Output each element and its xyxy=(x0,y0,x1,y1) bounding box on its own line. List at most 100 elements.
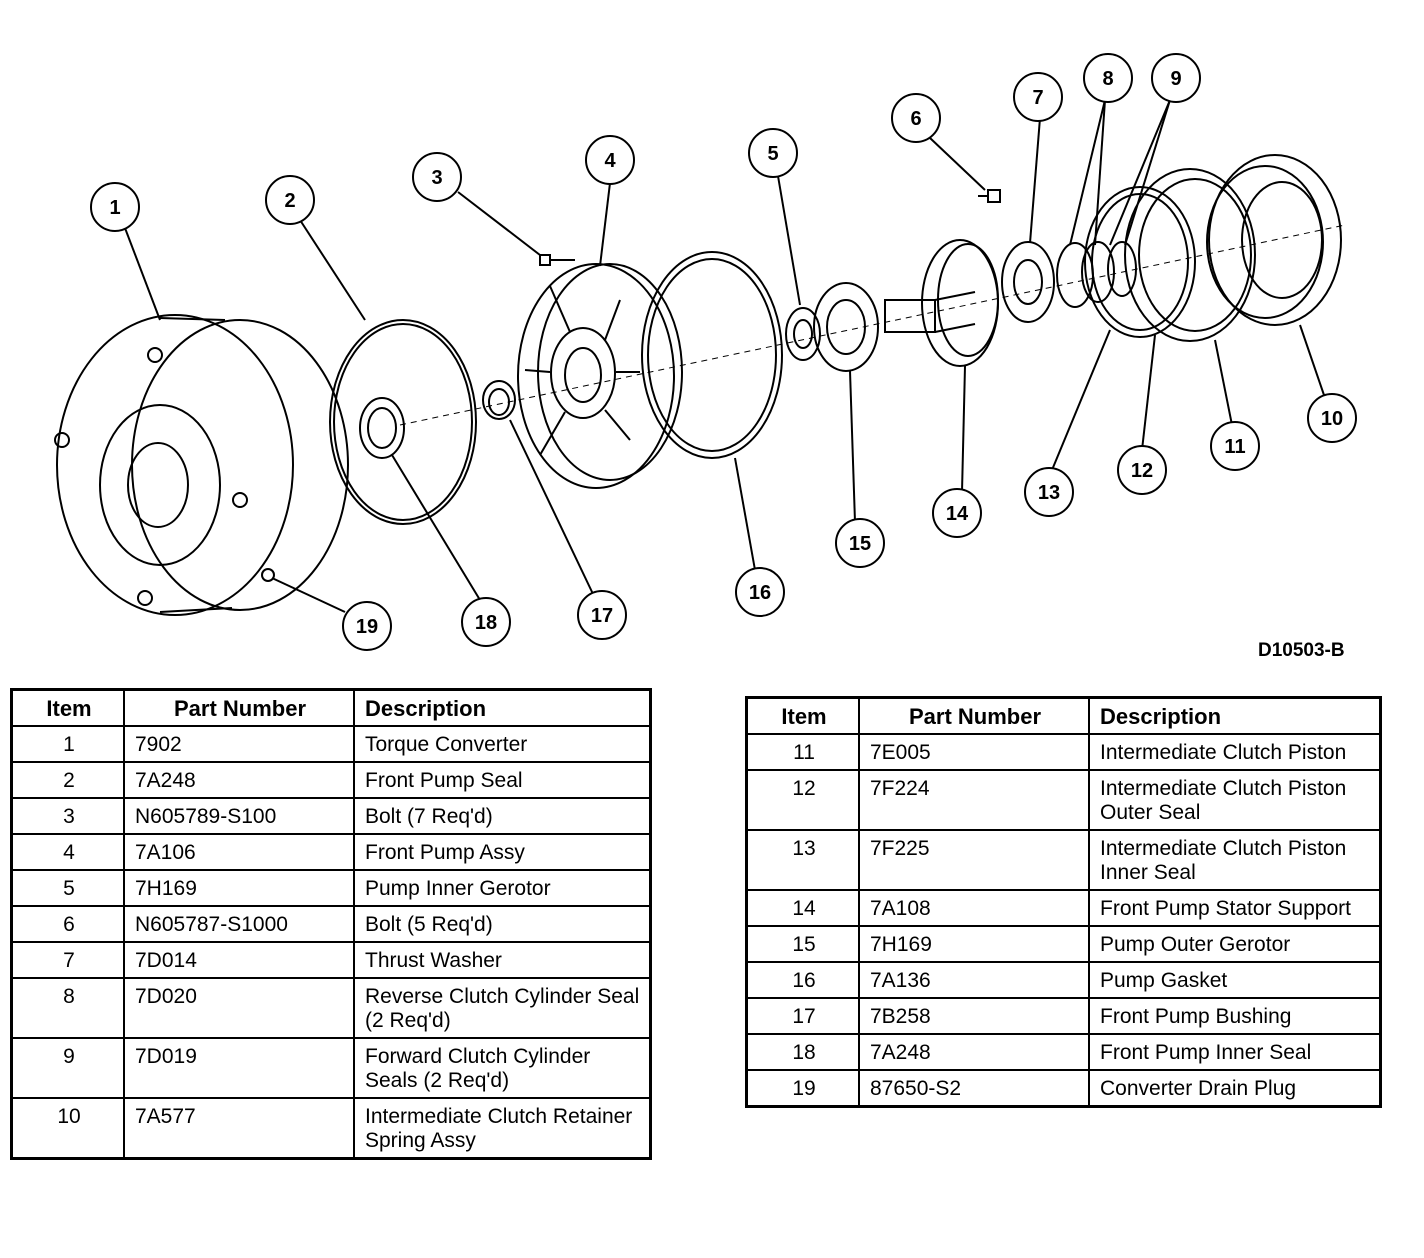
callout-16: 16 xyxy=(735,567,785,617)
description-cell: Intermediate Clutch Piston Inner Seal xyxy=(1088,829,1382,891)
description-cell: Front Pump Seal xyxy=(353,761,652,799)
svg-text:18: 18 xyxy=(475,612,497,634)
description-cell: Pump Gasket xyxy=(1088,961,1382,999)
description-cell: Reverse Clutch Cylinder Seal (2 Req'd) xyxy=(353,977,652,1039)
callout-2: 2 xyxy=(265,175,315,225)
header-item: Item xyxy=(10,688,125,727)
callout-14: 14 xyxy=(932,488,982,538)
piston-seal-drawing xyxy=(1084,186,1196,338)
item-cell: 8 xyxy=(10,977,125,1039)
svg-text:3: 3 xyxy=(431,167,442,189)
description-cell: Bolt (7 Req'd) xyxy=(353,797,652,835)
svg-text:4: 4 xyxy=(604,150,616,172)
svg-text:16: 16 xyxy=(749,582,771,604)
header-item: Item xyxy=(745,696,860,735)
callout-18: 18 xyxy=(461,597,511,647)
header-part-number: Part Number xyxy=(858,696,1090,735)
description-cell: Pump Outer Gerotor xyxy=(1088,925,1382,963)
item-cell: 5 xyxy=(10,869,125,907)
svg-text:7: 7 xyxy=(1032,87,1043,109)
part-number-cell: N605787-S1000 xyxy=(123,905,355,943)
description-cell: Torque Converter xyxy=(353,725,652,763)
item-cell: 14 xyxy=(745,889,860,927)
stator-support-drawing xyxy=(884,239,999,367)
description-cell: Thrust Washer xyxy=(353,941,652,979)
leader-lines xyxy=(124,99,1326,613)
part-number-cell: 7A106 xyxy=(123,833,355,871)
description-cell: Front Pump Stator Support xyxy=(1088,889,1382,927)
svg-text:11: 11 xyxy=(1224,436,1245,458)
item-cell: 19 xyxy=(745,1069,860,1108)
item-cell: 4 xyxy=(10,833,125,871)
header-description: Description xyxy=(353,688,652,727)
part-number-cell: 7A108 xyxy=(858,889,1090,927)
item-cell: 16 xyxy=(745,961,860,999)
description-cell: Converter Drain Plug xyxy=(1088,1069,1382,1108)
svg-text:8: 8 xyxy=(1102,68,1113,90)
front-pump-inner-seal-drawing xyxy=(359,397,405,459)
callout-4: 4 xyxy=(585,135,635,185)
part-number-cell: 7A248 xyxy=(858,1033,1090,1071)
callouts: 1 2 3 4 5 6 7 8 9 10 11 12 13 14 15 16 1… xyxy=(90,53,1357,651)
part-number-cell: 7B258 xyxy=(858,997,1090,1035)
bolt-drawing xyxy=(539,254,575,266)
description-cell: Intermediate Clutch Piston xyxy=(1088,733,1382,771)
callout-17: 17 xyxy=(577,590,627,640)
item-cell: 12 xyxy=(745,769,860,831)
callout-3: 3 xyxy=(412,152,462,202)
svg-text:12: 12 xyxy=(1131,460,1153,482)
diagram-code: D10503-B xyxy=(1258,640,1345,661)
svg-text:6: 6 xyxy=(910,108,921,130)
part-number-cell: N605789-S100 xyxy=(123,797,355,835)
item-cell: 13 xyxy=(745,829,860,891)
svg-text:1: 1 xyxy=(109,197,120,219)
callout-6: 6 xyxy=(891,93,941,143)
description-cell: Pump Inner Gerotor xyxy=(353,869,652,907)
bushing-drawing xyxy=(482,380,516,420)
description-cell: Front Pump Inner Seal xyxy=(1088,1033,1382,1071)
svg-text:19: 19 xyxy=(356,616,378,638)
header-description: Description xyxy=(1088,696,1382,735)
svg-text:9: 9 xyxy=(1170,68,1181,90)
callout-10: 10 xyxy=(1307,393,1357,443)
svg-text:2: 2 xyxy=(284,190,295,212)
retainer-drawing xyxy=(1208,154,1342,326)
part-number-cell: 7D020 xyxy=(123,977,355,1039)
table-header-row: Item Part Number Description xyxy=(10,688,652,727)
item-cell: 3 xyxy=(10,797,125,835)
callout-12: 12 xyxy=(1117,445,1167,495)
item-cell: 11 xyxy=(745,733,860,771)
part-number-cell: 7A577 xyxy=(123,1097,355,1160)
inner-gerotor-drawing xyxy=(785,307,821,361)
callout-11: 11 xyxy=(1210,421,1260,471)
callout-19: 19 xyxy=(342,601,392,651)
svg-text:14: 14 xyxy=(946,503,969,525)
bolt-drawing-6 xyxy=(978,189,1001,203)
item-cell: 2 xyxy=(10,761,125,799)
svg-text:10: 10 xyxy=(1321,408,1343,430)
item-cell: 1 xyxy=(10,725,125,763)
svg-text:15: 15 xyxy=(849,533,871,555)
header-part-number: Part Number xyxy=(123,688,355,727)
svg-text:13: 13 xyxy=(1038,482,1060,504)
part-number-cell: 7A248 xyxy=(123,761,355,799)
front-pump-drawing xyxy=(517,263,683,489)
